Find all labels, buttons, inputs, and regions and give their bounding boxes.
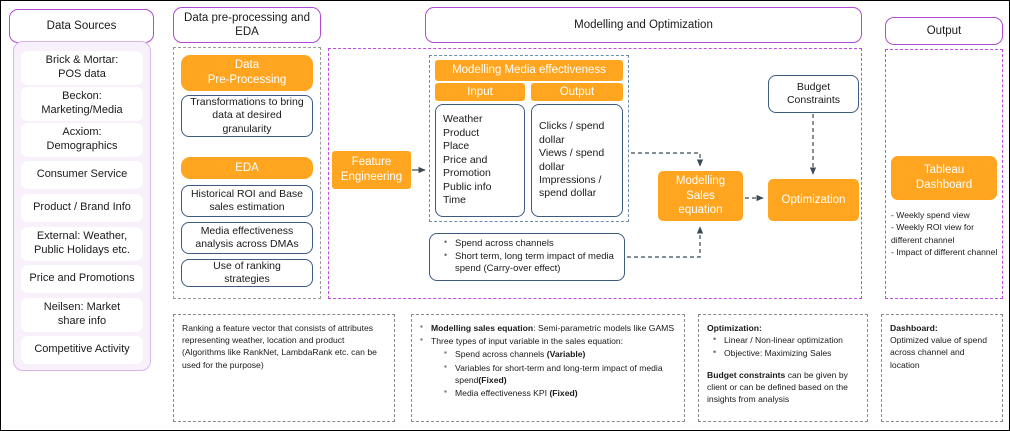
note-budget-constraints: Budget constraints can be given by clien… xyxy=(707,369,859,406)
note-modelling-sublist: Spend across channels (Variable) Variabl… xyxy=(444,347,676,399)
note-optimization-item: Linear / Non-linear optimization xyxy=(713,333,859,346)
data-source-item[interactable]: Consumer Service xyxy=(21,161,143,189)
media-effectiveness-region xyxy=(429,55,629,222)
note-modelling-subitem: Media effectiveness KPI (Fixed) xyxy=(444,386,676,399)
feature-engineering-block[interactable]: Feature Engineering xyxy=(332,151,411,189)
eda-block[interactable]: EDA xyxy=(181,157,313,179)
optimization-block[interactable]: Optimization xyxy=(768,179,859,221)
note-modelling-item: Three types of input variable in the sal… xyxy=(420,334,676,399)
note-optimization-item: Objective: Maximizing Sales xyxy=(713,346,859,359)
data-source-item[interactable]: Neilsen: Market share info xyxy=(21,298,143,332)
header-modelling: Modelling and Optimization xyxy=(425,7,862,43)
modelling-region xyxy=(328,48,862,299)
header-preprocessing-label: Data pre-processing and EDA xyxy=(184,11,310,38)
note-dashboard: Dashboard: Optimized value of spend acro… xyxy=(881,314,1003,422)
header-output-label: Output xyxy=(926,24,962,37)
tableau-dashboard-block[interactable]: Tableau Dashboard xyxy=(891,156,997,200)
data-source-item[interactable]: Price and Promotions xyxy=(21,265,143,293)
preprocessing-region xyxy=(173,47,321,299)
spend-variable-item: Spend across channels xyxy=(444,237,616,250)
header-modelling-label: Modelling and Optimization xyxy=(574,18,713,31)
header-output: Output xyxy=(885,17,1003,45)
note-modelling-item-text: Three types of input variable in the sal… xyxy=(431,336,624,347)
note-modelling-subitem: Variables for short-term and long-term i… xyxy=(444,361,676,386)
output-bullets: - Weekly spend view - Weekly ROI view fo… xyxy=(891,210,998,258)
media-input-list: Weather Product Place Price and Promotio… xyxy=(435,104,525,217)
note-modelling-item: Modelling sales equation: Semi-parametri… xyxy=(420,321,676,334)
header-preprocessing: Data pre-processing and EDA xyxy=(173,7,321,43)
output-region xyxy=(885,49,1003,299)
spend-variables-list: Spend across channels Short term, long t… xyxy=(444,237,616,276)
data-source-item[interactable]: External: Weather, Public Holidays etc. xyxy=(21,227,143,261)
subitem-strong: (Fixed) xyxy=(549,388,578,399)
note-optimization-list: Linear / Non-linear optimization Objecti… xyxy=(713,333,859,359)
eda-item[interactable]: Use of ranking strategies xyxy=(181,259,313,287)
subitem-strong: (Variable) xyxy=(546,349,586,360)
media-effectiveness-title: Modelling Media effectiveness xyxy=(435,60,623,81)
note-optimization-title: Optimization: xyxy=(707,323,762,333)
note-dashboard-title: Dashboard: xyxy=(890,323,938,333)
note-dashboard-body: Optimized value of spend across channel … xyxy=(890,335,987,370)
subitem-text: Variables for short-term and long-term i… xyxy=(455,362,663,385)
note-optimization: Optimization: Linear / Non-linear optimi… xyxy=(698,314,868,422)
subitem-text: Spend across channels xyxy=(455,349,547,360)
note-ranking-text: Ranking a feature vector that consists o… xyxy=(182,323,377,370)
media-input-label: Input xyxy=(435,83,525,101)
note-ranking: Ranking a feature vector that consists o… xyxy=(173,314,395,422)
data-source-item[interactable]: Beckon: Marketing/Media xyxy=(21,87,143,121)
header-data-sources: Data Sources xyxy=(9,9,154,43)
note-modelling-subitem: Spend across channels (Variable) xyxy=(444,347,676,360)
note-budget-strong: Budget constraints xyxy=(707,369,786,380)
budget-constraints-box[interactable]: Budget Constraints xyxy=(768,75,859,113)
subitem-text: Media effectiveness KPI xyxy=(455,388,550,399)
note-modelling: Modelling sales equation: Semi-parametri… xyxy=(411,314,685,422)
note-modelling-item-rest: : Semi-parametric models like GAMS xyxy=(533,323,675,333)
eda-item[interactable]: Historical ROI and Base sales estimation xyxy=(181,185,313,217)
eda-item[interactable]: Media effectiveness analysis across DMAs xyxy=(181,222,313,254)
media-output-list: Clicks / spend dollar Views / spend doll… xyxy=(531,104,623,217)
data-source-item[interactable]: Product / Brand Info xyxy=(21,194,143,222)
note-modelling-item-strong: Modelling sales equation xyxy=(431,323,534,333)
note-modelling-list: Modelling sales equation: Semi-parametri… xyxy=(420,321,676,399)
note-budget-rest: can be given by client or can be defined… xyxy=(707,369,848,405)
modelling-sales-equation-block[interactable]: Modelling Sales equation xyxy=(658,171,743,221)
preprocessing-item[interactable]: Transformations to bring data at desired… xyxy=(181,95,313,137)
spend-variable-item: Short term, long term impact of media sp… xyxy=(444,250,616,275)
subitem-strong: (Fixed) xyxy=(478,374,507,385)
data-preprocessing-block[interactable]: Data Pre-Processing xyxy=(181,55,313,91)
media-output-label: Output xyxy=(531,83,623,101)
spend-variables-box: Spend across channels Short term, long t… xyxy=(429,233,625,281)
data-source-item[interactable]: Acxiom: Demographics xyxy=(21,123,143,157)
header-data-sources-label: Data Sources xyxy=(46,19,117,32)
data-source-item[interactable]: Competitive Activity xyxy=(21,336,143,364)
data-source-item[interactable]: Brick & Mortar: POS data xyxy=(21,51,143,85)
